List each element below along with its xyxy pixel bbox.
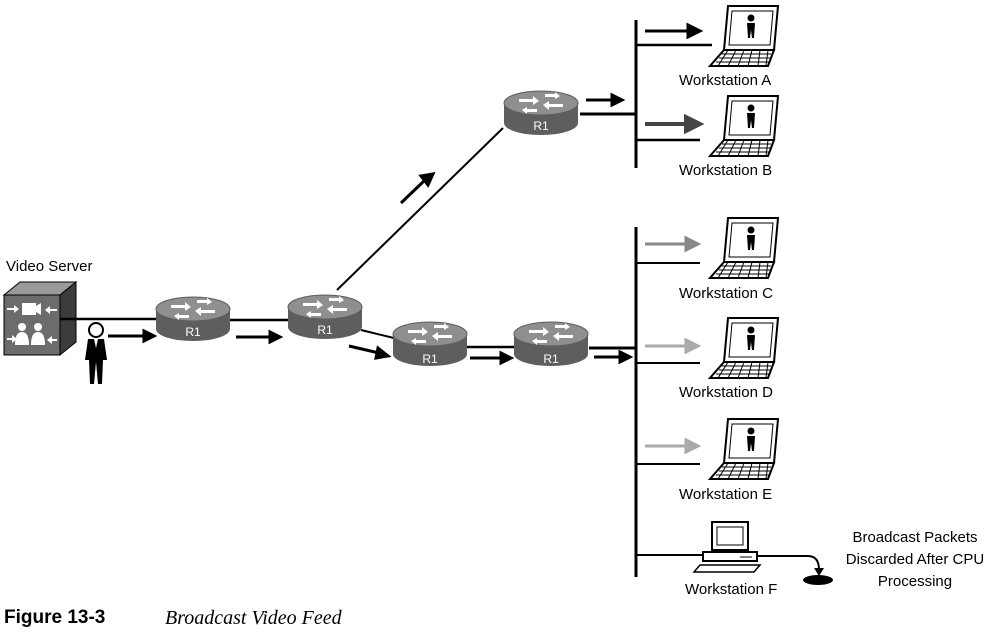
arrow-to-workstation-a — [645, 22, 704, 40]
router-5-label: R1 — [543, 352, 559, 366]
arrow-r1-to-r2 — [236, 329, 284, 345]
discard-note-line1: Broadcast Packets — [852, 529, 977, 546]
workstation-b-laptop-icon — [709, 95, 779, 157]
network-links — [60, 20, 712, 577]
video-server-label: Video Server — [6, 258, 92, 275]
router-3-label: R1 — [533, 119, 549, 133]
arrow-to-workstation-e — [645, 437, 702, 455]
discard-note-line2: Discarded After CPU — [846, 551, 984, 568]
arrow-to-workstation-b — [645, 113, 705, 135]
workstation-c-laptop-icon — [709, 217, 779, 279]
arrow-r2-to-r4 — [348, 344, 392, 360]
workstation-c-label: Workstation C — [679, 285, 773, 302]
workstation-a-label: Workstation A — [679, 72, 771, 89]
router-4-label: R1 — [422, 352, 438, 366]
figure-number: Figure 13-3 — [4, 607, 106, 628]
workstation-d-label: Workstation D — [679, 384, 773, 401]
arrow-server-to-r1 — [108, 328, 158, 344]
router-1: R1 — [155, 296, 231, 342]
router-2-label: R1 — [317, 323, 333, 337]
arrow-to-workstation-c — [645, 235, 702, 253]
video-server-icon — [2, 280, 78, 357]
arrow-r4-to-r5 — [470, 350, 515, 366]
workstation-f-desktop-icon — [692, 521, 762, 573]
user-person-icon — [85, 322, 107, 384]
discard-path — [757, 555, 833, 585]
workstation-e-laptop-icon — [709, 418, 779, 480]
arrow-r5-to-lan-bottom — [594, 349, 634, 365]
workstation-f-label: Workstation F — [685, 581, 777, 598]
router-3: R1 — [503, 90, 579, 136]
discard-bin-icon — [803, 575, 833, 585]
arrow-r2-to-r3 — [399, 172, 436, 205]
arrow-r3-to-lan-top — [586, 92, 626, 108]
arrow-to-workstation-d — [645, 337, 702, 355]
router-1-label: R1 — [185, 325, 201, 339]
figure-title: Broadcast Video Feed — [165, 607, 342, 629]
workstation-b-label: Workstation B — [679, 162, 772, 179]
workstation-e-label: Workstation E — [679, 486, 772, 503]
discard-note-line3: Processing — [878, 573, 952, 590]
router-5: R1 — [513, 321, 589, 367]
router-2: R1 — [287, 294, 363, 340]
workstation-d-laptop-icon — [709, 317, 779, 379]
router-4: R1 — [392, 321, 468, 367]
workstation-a-laptop-icon — [709, 5, 779, 67]
traffic-arrows — [108, 22, 705, 455]
